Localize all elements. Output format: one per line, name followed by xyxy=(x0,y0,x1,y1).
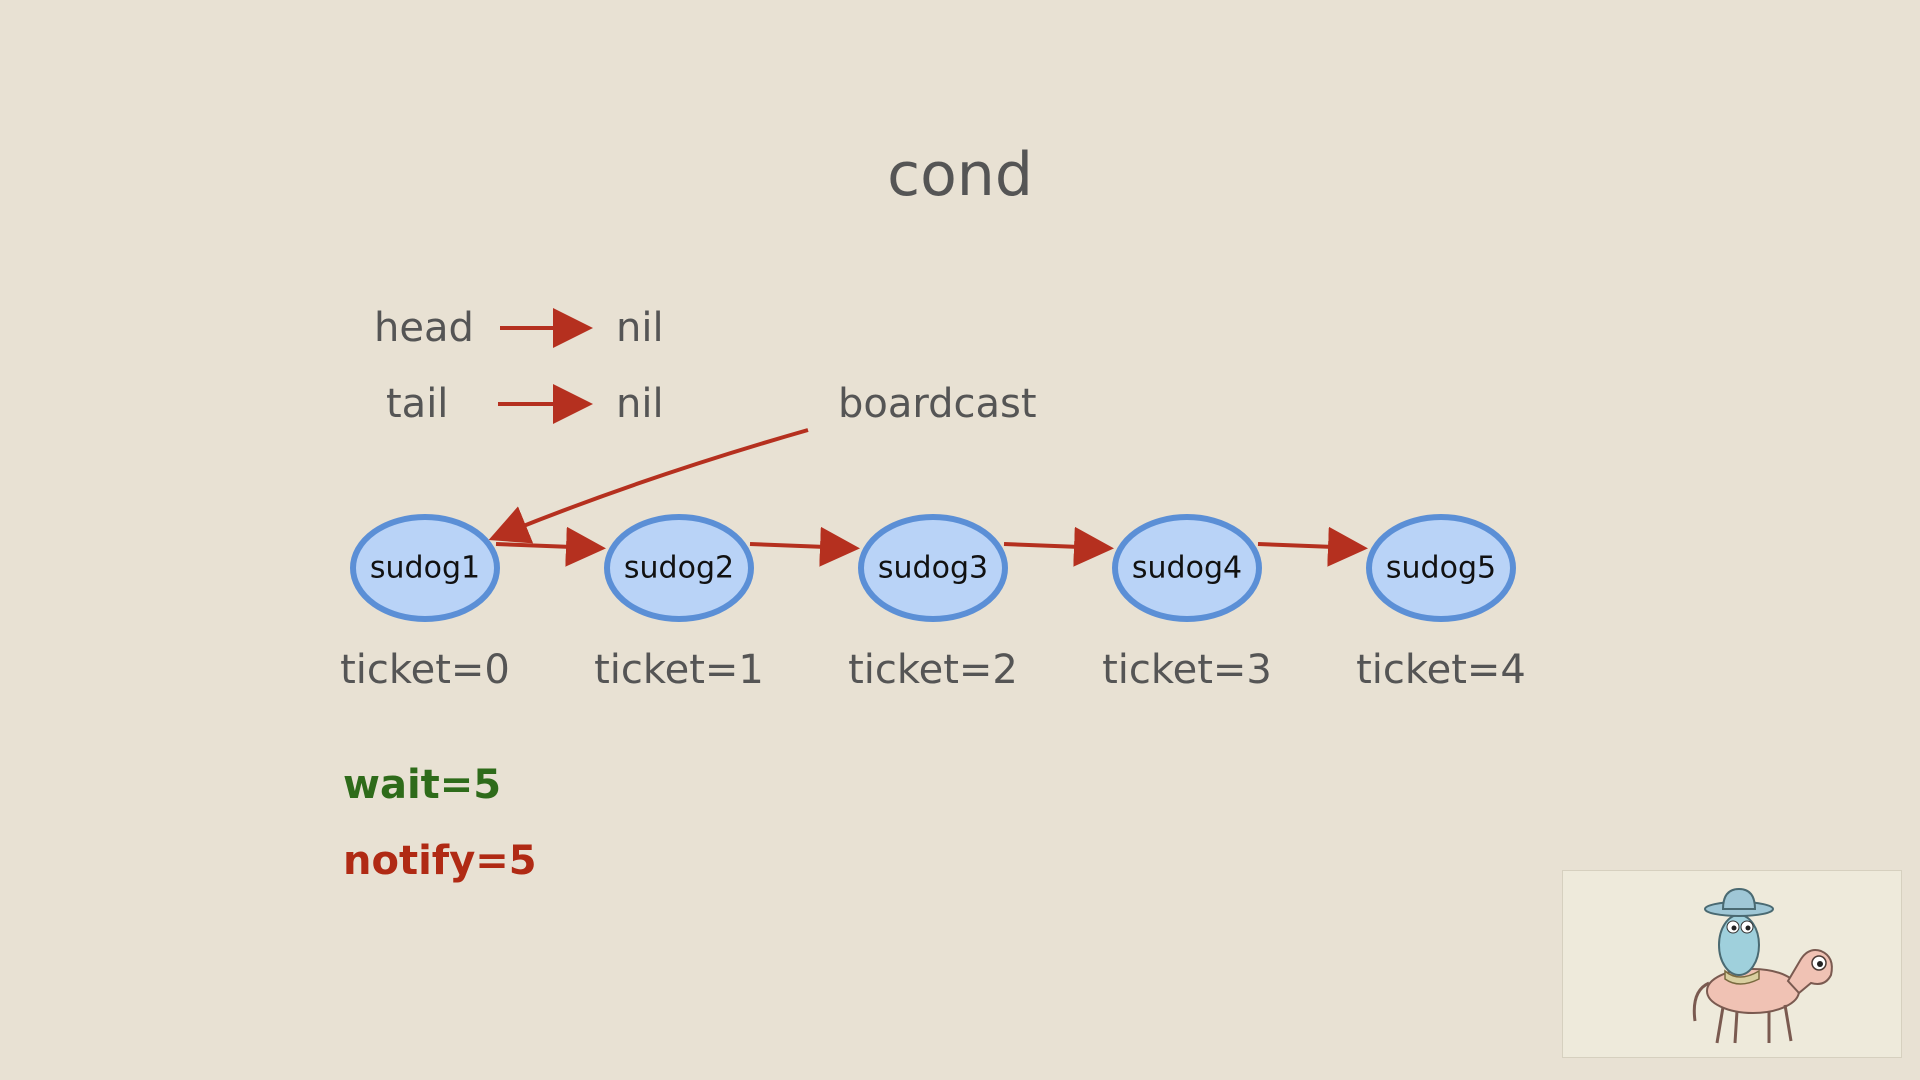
node-sudog3 xyxy=(858,514,1008,622)
tail-target-nil: nil xyxy=(616,381,664,427)
node-label-sudog1: sudog1 xyxy=(369,550,481,586)
gopher-cowboy-on-horse-icon xyxy=(1692,887,1833,1044)
ticket-label-sudog3: ticket=2 xyxy=(848,647,1018,693)
ticket-label-sudog2: ticket=1 xyxy=(594,647,764,693)
node-sudog1 xyxy=(350,514,500,622)
node-sudog4 xyxy=(1112,514,1262,622)
ticket-label-sudog1: ticket=0 xyxy=(340,647,510,693)
tail-label: tail xyxy=(386,381,449,427)
mascot-panel xyxy=(1562,870,1902,1058)
broadcast-arrow xyxy=(488,428,809,544)
notify-counter: notify=5 xyxy=(343,838,537,884)
chain-arrow-3-4 xyxy=(1003,526,1114,567)
ticket-label-sudog4: ticket=3 xyxy=(1102,647,1272,693)
chain-arrow-1-2 xyxy=(495,526,606,567)
node-label-sudog5: sudog5 xyxy=(1385,550,1497,586)
wait-counter: wait=5 xyxy=(343,762,502,808)
chain-arrow-2-3 xyxy=(749,526,860,567)
head-target-nil: nil xyxy=(616,305,664,351)
broadcast-label: boardcast xyxy=(838,381,1037,427)
diagram-title: cond xyxy=(887,140,1033,210)
node-sudog5 xyxy=(1366,514,1516,622)
chain-arrow-4-5 xyxy=(1257,526,1368,567)
head-label: head xyxy=(374,305,474,351)
node-label-sudog3: sudog3 xyxy=(877,550,989,586)
node-label-sudog4: sudog4 xyxy=(1131,550,1243,586)
ticket-label-sudog5: ticket=4 xyxy=(1356,647,1526,693)
node-sudog2 xyxy=(604,514,754,622)
node-label-sudog2: sudog2 xyxy=(623,550,735,586)
